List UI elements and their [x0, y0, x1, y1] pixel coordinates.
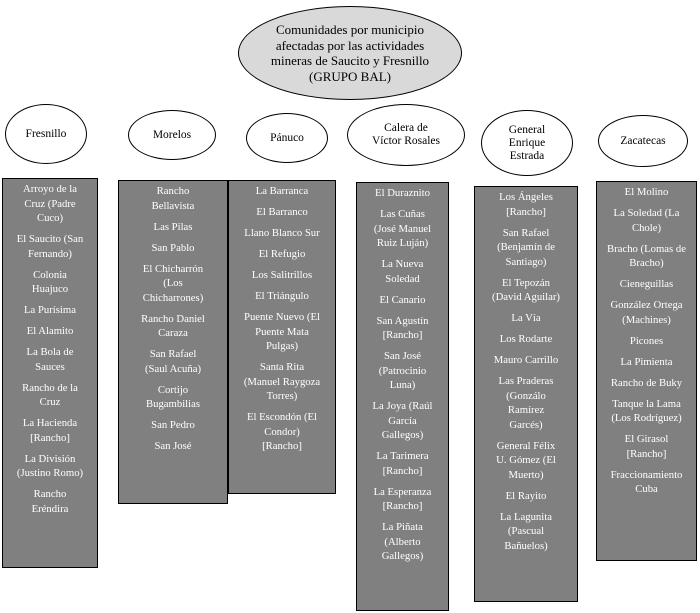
- municipality-name: Zacatecas: [620, 134, 666, 147]
- community-item: Rancho Daniel Caraza: [141, 312, 205, 340]
- title-text: Comunidades por municipio afectadas por …: [270, 22, 430, 84]
- community-item: Rancho de la Cruz: [22, 381, 78, 409]
- community-item: Arroyo de la Cruz (Padre Cuco): [22, 183, 77, 224]
- community-item: La Esperanza [Rancho]: [373, 485, 432, 513]
- community-item: San Agustín [Rancho]: [376, 314, 429, 342]
- municipality-node: Zacatecas: [598, 115, 688, 167]
- community-item: San José: [154, 440, 192, 452]
- community-item: Rancho Eréndira: [31, 488, 69, 515]
- community-item: Fraccionamiento Cuba: [610, 468, 683, 496]
- community-item: San Rafael (Saul Acuña): [144, 348, 202, 375]
- community-item: El Canario: [379, 293, 426, 306]
- community-item: Mauro Carrillo: [493, 354, 559, 366]
- municipality-name: Pánuco: [270, 131, 304, 144]
- community-item: La Tarimera [Rancho]: [376, 450, 429, 477]
- community-item: San Pedro: [151, 419, 195, 431]
- municipality-node: Morelos: [128, 110, 216, 160]
- community-item: Las Praderas (Gonzálo Ramírez Garcés): [498, 375, 554, 431]
- community-item: El Tepozán (David Aguilar): [492, 276, 560, 304]
- community-item: La Nueva Soledad: [381, 258, 424, 285]
- community-item: La Barranca: [255, 185, 309, 197]
- community-item: Rancho de Buky: [610, 376, 683, 389]
- municipality-name: Calera de Víctor Rosales: [371, 122, 441, 147]
- community-item: Rancho Bellavista: [151, 185, 195, 212]
- community-item: Cieneguillas: [619, 278, 674, 290]
- community-item: La Pimienta: [620, 355, 673, 368]
- community-item: Los Ángeles [Rancho]: [499, 191, 553, 218]
- community-item: San José (Patrocinio Luna): [378, 350, 427, 391]
- community-item: El Molino: [624, 186, 669, 198]
- municipality-node: General Enrique Estrada: [481, 110, 573, 176]
- community-item: Llano Blanco Sur: [244, 227, 320, 239]
- community-item: Las Pilas: [153, 220, 193, 233]
- community-item: Los Rodarte: [499, 333, 553, 345]
- community-item: González Ortega (Machines): [610, 299, 683, 326]
- municipality-node: Calera de Víctor Rosales: [347, 104, 465, 166]
- community-item: La Soledad (La Chole): [613, 207, 680, 234]
- community-item: La Joya (Raúl García Gallegos): [372, 400, 433, 441]
- municipality-node: Fresnillo: [5, 104, 87, 164]
- community-item: San Pablo: [151, 241, 195, 254]
- title-node: Comunidades por municipio afectadas por …: [238, 6, 462, 100]
- community-item: Cortijo Bugambilias: [145, 383, 201, 411]
- community-item: La Piñata (Alberto Gallegos): [381, 521, 424, 562]
- community-item: La División (Justino Romo): [16, 452, 84, 480]
- community-item: Las Cuñas (José Manuel Ruiz Luján): [373, 208, 432, 249]
- community-item: El Rayito: [505, 489, 547, 502]
- community-item: La Lagunita (Pascual Bañuelos): [500, 510, 552, 552]
- community-list: Los Ángeles [Rancho] San Rafael (Benjamín…: [474, 186, 578, 602]
- community-list: El Molino La Soledad (La Chole) Bracho (Lo…: [596, 181, 697, 561]
- community-item: Santa Rita (Manuel Raygoza Torres): [243, 361, 321, 402]
- community-list: Arroyo de la Cruz (Padre Cuco) El Saucito…: [2, 178, 98, 568]
- community-item: General Félix U. Gómez (El Muerto): [496, 439, 556, 481]
- community-item: El Alamito: [26, 325, 74, 337]
- municipality-name: General Enrique Estrada: [508, 123, 546, 162]
- community-item: La Purísima: [24, 304, 76, 316]
- community-item: El Girasol [Rancho]: [624, 433, 669, 460]
- municipality-node: Pánuco: [246, 113, 328, 163]
- community-item: La Hacienda [Rancho]: [22, 417, 78, 444]
- community-item: Colonia Huajuco: [31, 268, 69, 296]
- municipality-name: Morelos: [152, 128, 192, 141]
- community-item: Bracho (Lomas de Bracho): [607, 242, 686, 270]
- community-item: Tanque la Lama (Los Rodríguez): [611, 397, 682, 425]
- community-item: El Refugio: [258, 248, 306, 260]
- community-item: Picones: [629, 334, 664, 347]
- community-item: Puente Nuevo (El Puente Mata Pulgas): [244, 311, 320, 352]
- community-item: San Rafael (Benjamín de Santiago): [497, 226, 555, 268]
- community-item: El Triángulo: [255, 290, 309, 302]
- community-item: El Chicharrón (Los Chicharrones): [142, 262, 204, 304]
- community-item: El Saucito (San Fernando): [16, 233, 84, 260]
- community-item: La Bola de Sauces: [26, 346, 74, 373]
- community-item: El Escondón (El Condor) [Rancho]: [246, 411, 318, 452]
- community-item: El Duraznito: [375, 187, 430, 199]
- community-item: El Barranco: [256, 206, 308, 218]
- municipality-name: Fresnillo: [25, 127, 67, 140]
- community-item: Los Salitrillos: [251, 269, 313, 281]
- community-item: La Vía: [511, 312, 541, 324]
